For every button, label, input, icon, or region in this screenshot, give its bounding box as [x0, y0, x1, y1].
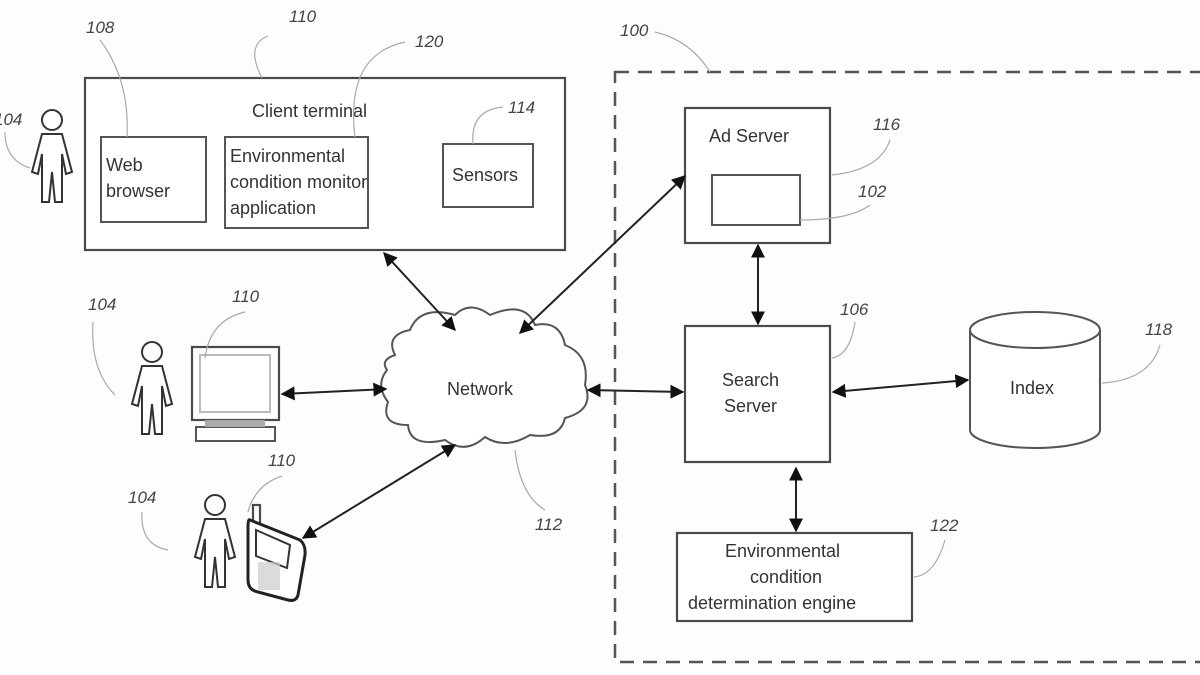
user-3: 104	[128, 488, 237, 588]
cloud-shape	[380, 306, 589, 448]
leader-user-2	[92, 321, 116, 396]
web-browser-box	[100, 136, 207, 223]
ref-search-server: 106	[840, 300, 869, 319]
sensors-box	[442, 143, 534, 208]
monitor-app-box	[224, 136, 369, 229]
leader-engine	[913, 539, 946, 578]
monitor-app-line-3: application	[230, 198, 316, 218]
network-cloud: Network 112	[380, 306, 589, 534]
ref-user-3: 104	[128, 488, 156, 507]
leader-index	[1101, 344, 1161, 384]
leader-sensors	[472, 106, 504, 145]
link-mobile-network	[301, 444, 457, 539]
keyboard-icon	[195, 426, 276, 442]
person-icon	[130, 341, 174, 435]
engine-box	[675, 531, 914, 623]
sensors-label: Sensors	[452, 165, 518, 185]
leader-search-server	[831, 321, 856, 359]
ad-server: Ad Server 116 102	[683, 106, 901, 245]
link-search-index	[831, 374, 970, 398]
mobile-phone: 110	[246, 451, 307, 602]
ref-index: 118	[1145, 320, 1173, 339]
web-browser-line-1: Web	[106, 155, 143, 175]
leader-network	[514, 449, 546, 511]
ref-web-browser: 108	[86, 18, 115, 37]
leader-ad-server	[831, 139, 891, 176]
person-icon	[193, 494, 237, 588]
ref-ad-component: 102	[858, 182, 887, 201]
network-label: Network	[447, 379, 514, 399]
ref-engine: 122	[930, 516, 959, 535]
leader-web-browser	[99, 39, 128, 138]
ref-client-terminal: 110	[289, 7, 317, 26]
person-icon	[30, 109, 74, 203]
ad-component-box	[711, 174, 801, 226]
ref-user-2: 104	[88, 295, 116, 314]
search-server-line-1: Search	[722, 370, 779, 390]
index-database: Index 118	[969, 311, 1173, 449]
monitor-app-line-1: Environmental	[230, 146, 345, 166]
ref-user-1: 104	[0, 110, 22, 129]
leader-mobile	[247, 475, 283, 513]
engine-line-2: condition	[750, 567, 822, 587]
ref-network: 112	[535, 515, 563, 534]
leader-user-1	[4, 131, 31, 169]
user-2: 104	[88, 295, 174, 435]
ref-desktop: 110	[232, 287, 260, 306]
ref-mobile: 110	[268, 451, 296, 470]
link-network-search	[586, 383, 685, 399]
link-client-network	[383, 251, 456, 332]
search-server-line-2: Server	[724, 396, 777, 416]
monitor-icon	[190, 345, 281, 422]
engine-line-3: determination engine	[688, 593, 856, 613]
leader-ad-component	[799, 204, 871, 221]
web-browser-line-2: browser	[106, 181, 170, 201]
leader-user-3	[141, 511, 169, 551]
leader-monitor-app	[353, 41, 406, 138]
link-desktop-network	[280, 382, 388, 401]
leader-client-terminal	[254, 35, 269, 79]
determination-engine: Environmental condition determination en…	[675, 516, 959, 623]
cylinder-body	[969, 330, 1101, 449]
ref-ad-server: 116	[873, 115, 901, 134]
client-terminal: Client terminal 110 Web browser 108 Envi…	[83, 7, 567, 252]
engine-line-1: Environmental	[725, 541, 840, 561]
ad-server-label: Ad Server	[709, 126, 789, 146]
leader-desktop	[204, 311, 246, 359]
client-terminal-title: Client terminal	[252, 101, 367, 121]
search-server: Search Server 106	[683, 300, 869, 464]
index-label: Index	[1010, 378, 1054, 398]
ref-monitor-app: 120	[415, 32, 444, 51]
system-boundary	[613, 70, 1200, 664]
leader-system	[654, 31, 711, 73]
ref-system: 100	[620, 21, 649, 40]
cylinder-top	[969, 311, 1101, 349]
link-network-adserver	[518, 175, 687, 334]
monitor-app-line-2: condition monitor	[230, 172, 367, 192]
search-server-box	[683, 324, 832, 464]
desktop-computer: 110	[190, 287, 281, 442]
ref-sensors: 114	[508, 98, 535, 117]
user-1: 104	[0, 109, 74, 203]
